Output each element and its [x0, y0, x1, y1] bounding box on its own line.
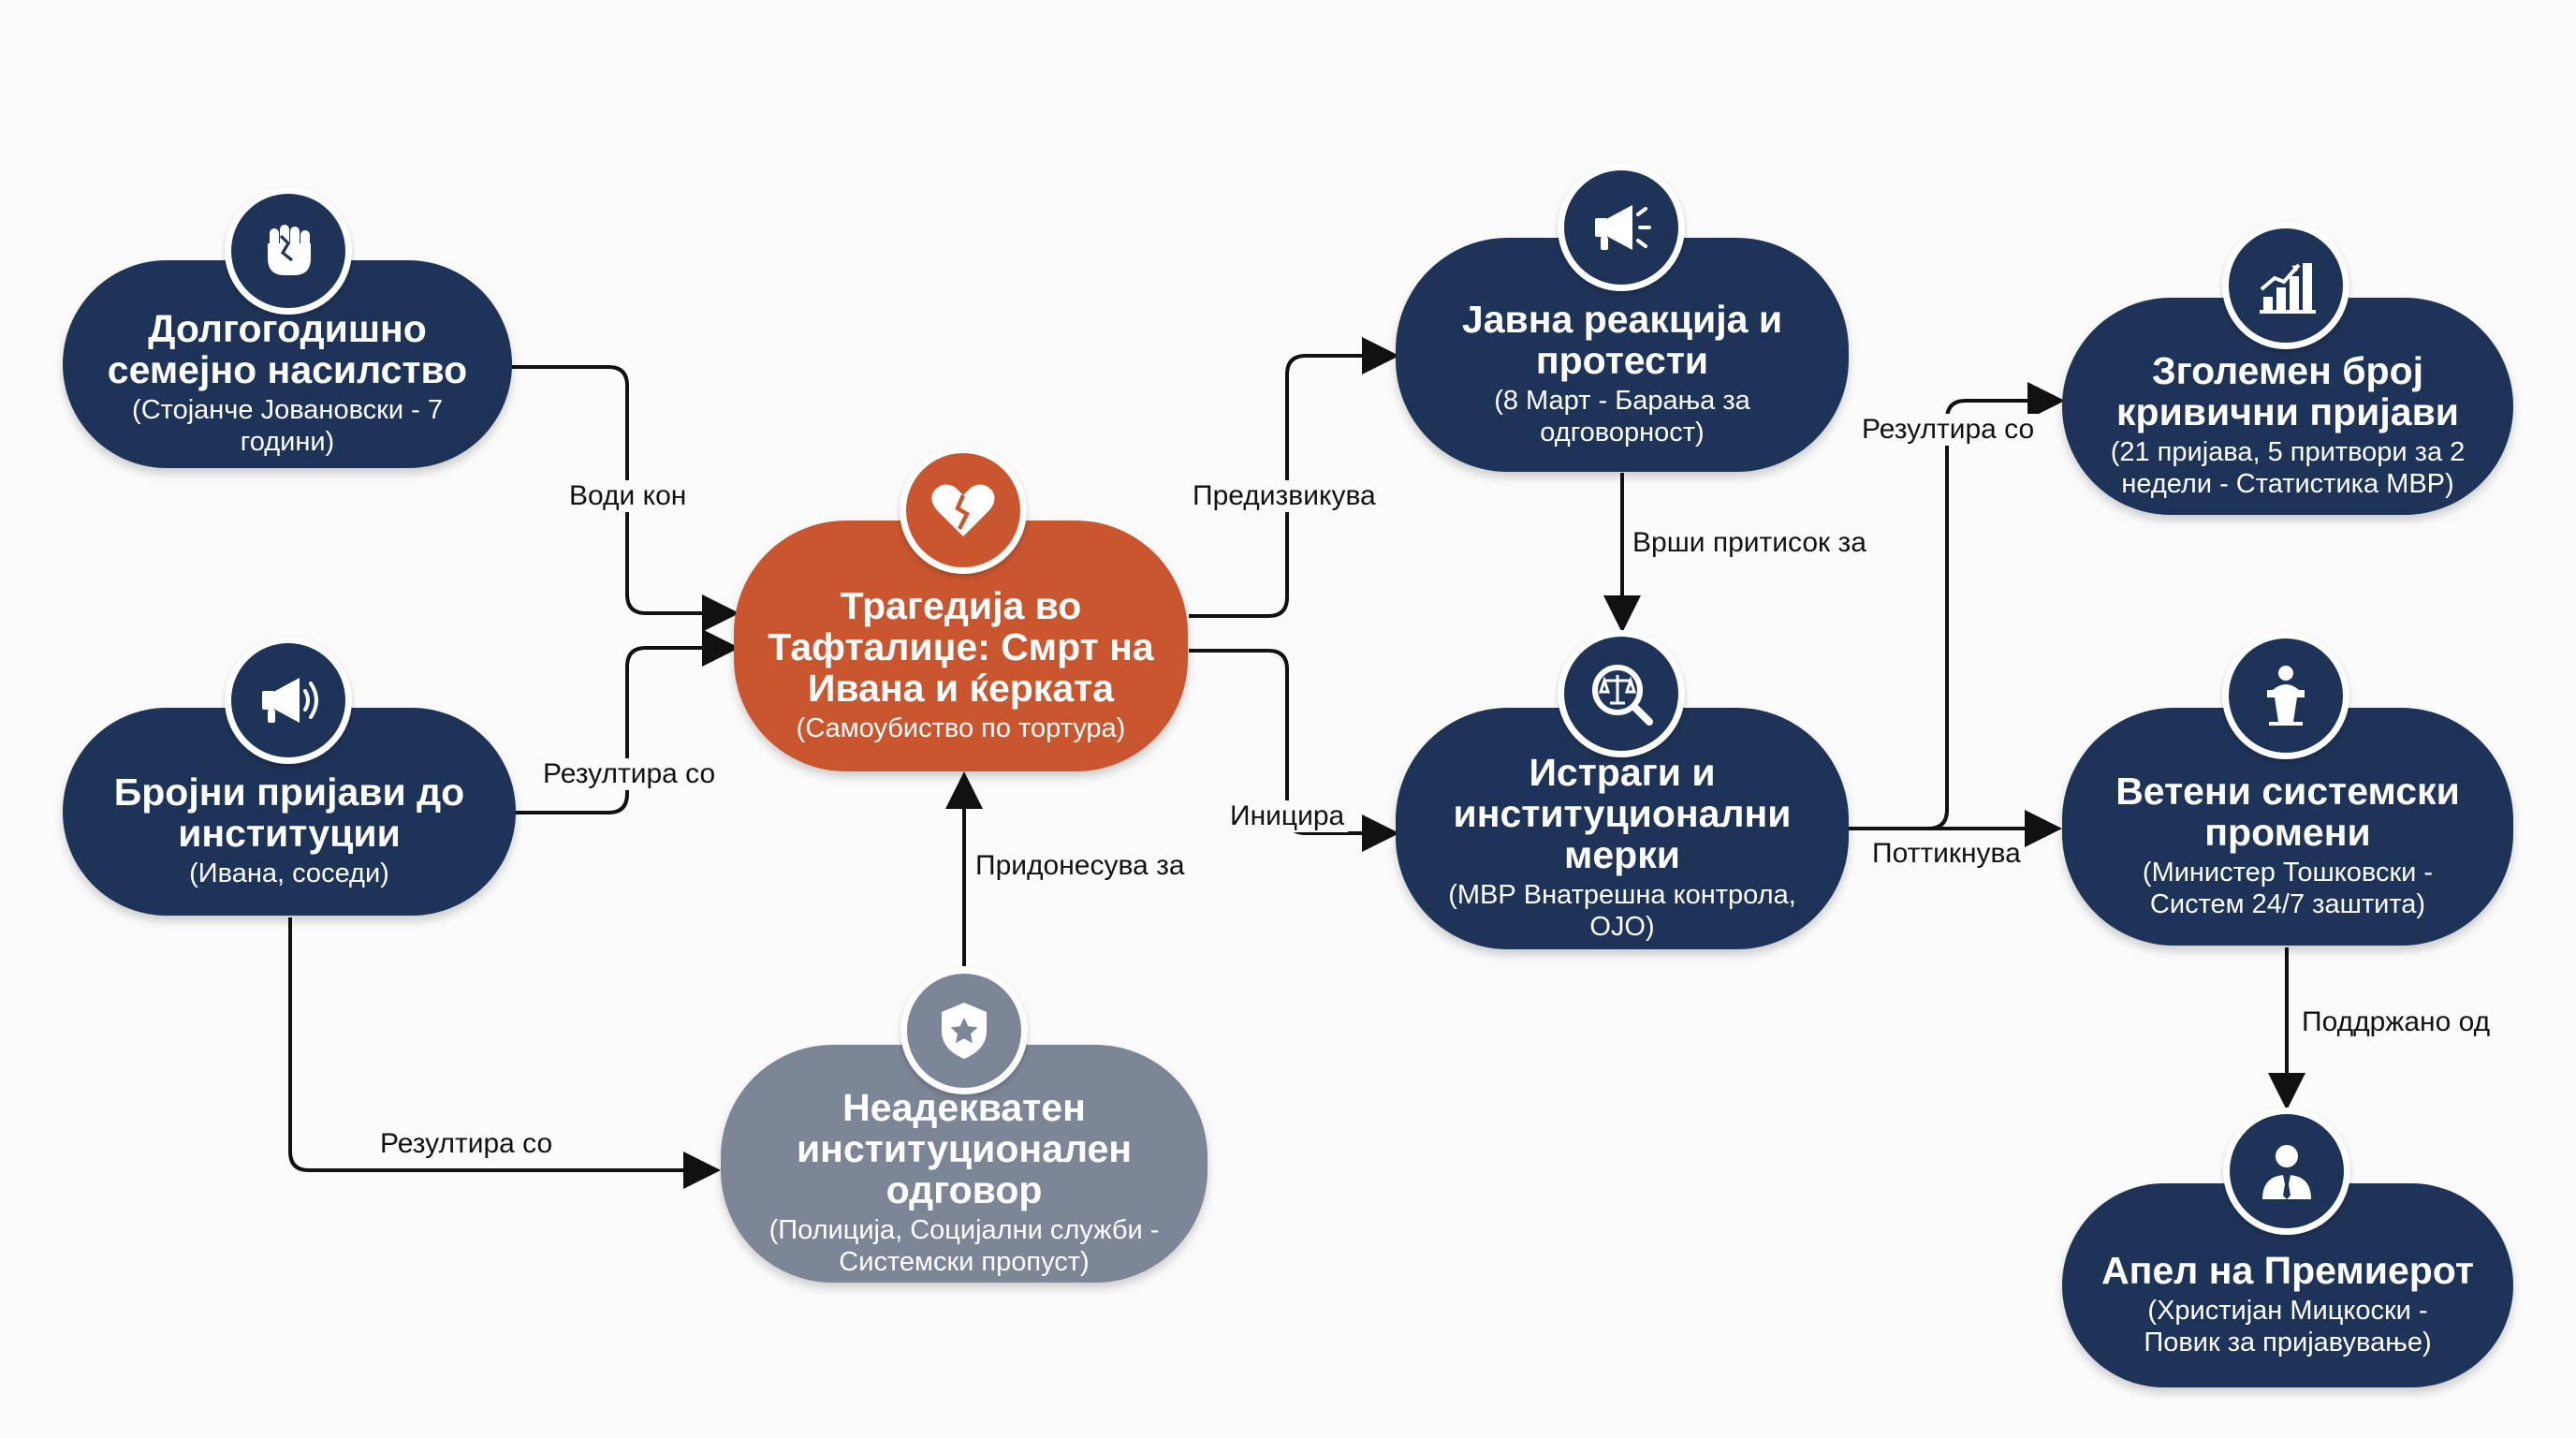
- edge-label-results-in: Резултира со: [1858, 414, 2039, 446]
- node-subtitle: (Министер Тошковски - Систем 24/7 заштит…: [2142, 858, 2434, 919]
- node-title: Ветени системски промени: [2115, 770, 2460, 854]
- edge-label-pressures: Врши притисок за: [1629, 527, 1870, 559]
- fist-icon: [225, 187, 352, 315]
- node-pm-appeal: Апел на Премиерот (Христијан Мицкоски - …: [2062, 1183, 2513, 1387]
- node-subtitle: (8 Март - Барања за одговорност): [1494, 386, 1750, 448]
- edge-label-contributes-to: Придонесува за: [972, 850, 1189, 882]
- node-title: Апел на Премиерот: [2101, 1249, 2474, 1292]
- edge-label-results-in: Резултира со: [539, 758, 720, 790]
- edge-label-initiates: Иницира: [1226, 800, 1349, 832]
- scales-magnifier-icon: [1558, 630, 1685, 757]
- node-subtitle: (Христијан Мицкоски - Повик за пријавува…: [2144, 1296, 2432, 1357]
- node-subtitle: (Стојанче Јовановски - 7 години): [132, 395, 443, 457]
- edge-label-leads-to: Води кон: [565, 480, 691, 512]
- node-promised-changes: Ветени системски промени (Министер Тошко…: [2062, 708, 2513, 946]
- arrow-reports-to-tragedy: [515, 629, 739, 814]
- police-badge-icon: [900, 967, 1028, 1094]
- node-subtitle: (Самоубиство по тортура): [796, 713, 1126, 743]
- arrow-investigations-to-increase: [1849, 382, 2065, 830]
- node-title: Зголемен број кривични пријави: [2116, 349, 2459, 433]
- node-title: Трагедија во Тафталиџе: Смрт на Ивана и …: [768, 584, 1154, 710]
- node-subtitle: (Ивана, соседи): [189, 858, 389, 888]
- node-subtitle: (Полиција, Социјални служби - Системски …: [768, 1215, 1160, 1277]
- node-subtitle: (МВР Внатрешна контрола, ОЈО): [1448, 880, 1796, 942]
- edge-label-results-in: Резултира со: [376, 1128, 557, 1160]
- podium-icon: [2222, 632, 2349, 759]
- edge-label-encourages: Поттикнува: [1868, 838, 2025, 870]
- megaphone-icon: [225, 637, 352, 764]
- node-public-reaction: Јавна реакција и протести (8 Март - Бара…: [1396, 238, 1849, 472]
- node-title: Истраги и институционални мерки: [1453, 751, 1792, 876]
- broken-heart-icon: [900, 447, 1027, 574]
- node-title: Неадекватен институционален одговор: [796, 1086, 1133, 1211]
- node-title: Бројни пријави до институции: [113, 770, 465, 855]
- node-subtitle: (21 пријава, 5 притвори за 2 недели - Ст…: [2110, 437, 2466, 499]
- node-title: Долгогодишно семејно насилство: [107, 307, 468, 391]
- edge-label-supported-by: Поддржано од: [2298, 1006, 2495, 1038]
- person-icon: [2223, 1108, 2350, 1235]
- bar-chart-icon: [2222, 222, 2349, 349]
- arrow-reports-to-inadequate: [288, 917, 721, 1189]
- node-title: Јавна реакција и протести: [1461, 298, 1783, 382]
- edge-label-provokes: Предизвикува: [1189, 480, 1380, 512]
- megaphone-icon: [1558, 164, 1685, 291]
